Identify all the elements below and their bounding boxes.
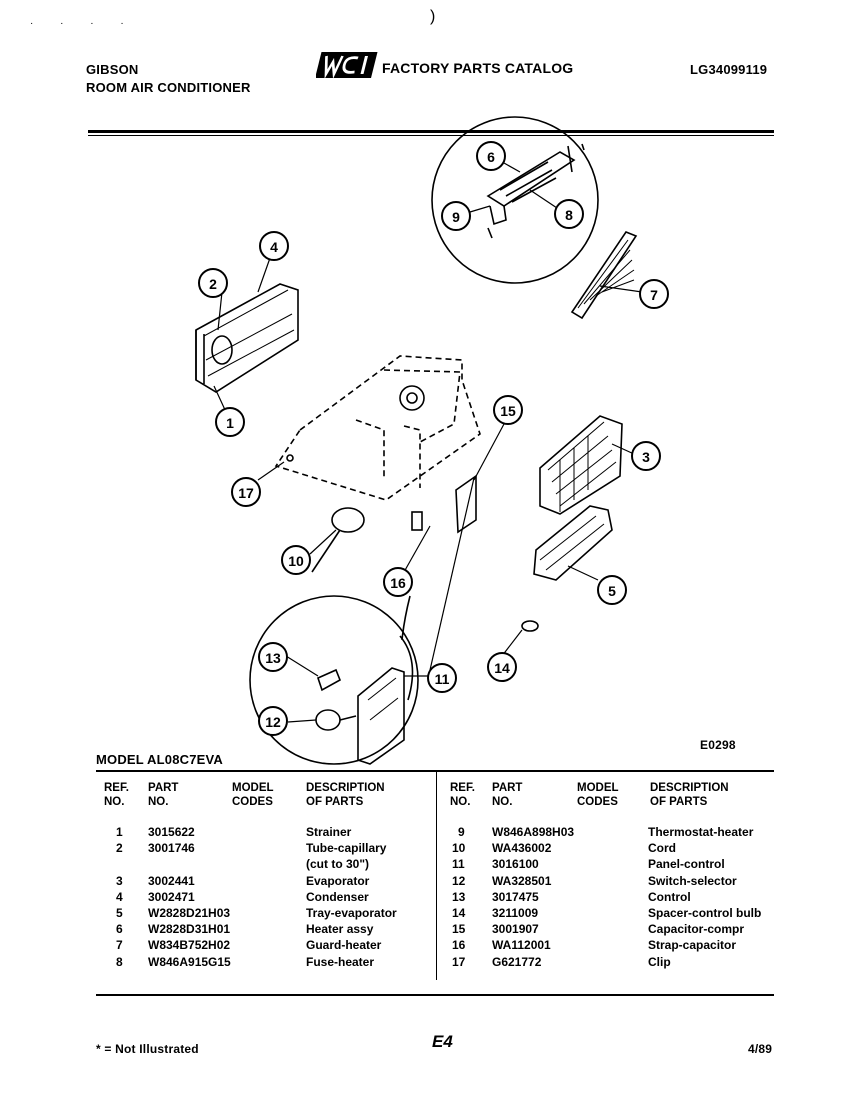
- callout-4: 4: [270, 239, 278, 255]
- revision-date: 4/89: [748, 1042, 773, 1056]
- callout-3: 3: [642, 449, 650, 465]
- wci-logo: [315, 50, 378, 80]
- model-label: MODEL AL08C7EVA: [96, 752, 224, 767]
- exploded-parts-diagram: 1 2 3 4 5 6 7 8 9 10 11 12 13 14 15 16 1…: [195, 116, 669, 765]
- control-bulb-spacer: [521, 620, 539, 632]
- table-top-rule: [96, 770, 774, 772]
- scan-marks: · · · ·: [30, 18, 136, 29]
- callout-15: 15: [500, 403, 516, 419]
- header-rule: [88, 130, 774, 133]
- condenser-coil: [195, 283, 299, 393]
- product-name: ROOM AIR CONDITIONER: [86, 80, 251, 95]
- guard-heater-grille: [570, 231, 638, 320]
- right-ref-header: REF.NO.: [450, 782, 475, 808]
- diagram-code: E0298: [700, 738, 736, 752]
- callout-1: 1: [226, 415, 234, 431]
- heater-detail-circle: [431, 116, 599, 284]
- callout-12: 12: [265, 714, 281, 730]
- table-bottom-rule: [96, 994, 774, 996]
- callout-5: 5: [608, 583, 616, 599]
- callout-13: 13: [265, 650, 281, 666]
- callout-17: 17: [238, 485, 254, 501]
- evaporator-tray: [533, 505, 613, 581]
- callout-2: 2: [209, 276, 217, 292]
- base-pan: [274, 355, 481, 501]
- header-rule-thin: [88, 135, 774, 136]
- catalog-title: FACTORY PARTS CATALOG: [382, 60, 574, 76]
- callout-6: 6: [487, 149, 495, 165]
- power-cord: [331, 507, 365, 533]
- table-row: (cut to 30"): [306, 857, 370, 872]
- callouts: [198, 141, 669, 736]
- callout-9: 9: [452, 209, 460, 225]
- footnote: * = Not Illustrated: [96, 1042, 199, 1056]
- document-number: LG34099119: [690, 62, 768, 77]
- table-center-divider: [436, 772, 437, 980]
- scan-mark-top: ): [430, 8, 436, 25]
- control-panel-detail-circle: [249, 595, 419, 765]
- left-ref-header: REF.NO.: [104, 782, 129, 808]
- callout-14: 14: [494, 660, 510, 676]
- callout-10: 10: [288, 553, 304, 569]
- evaporator-coil: [539, 415, 623, 515]
- callout-11: 11: [435, 671, 450, 687]
- leader-lines: [213, 162, 643, 723]
- callout-7: 7: [650, 287, 658, 303]
- page-number: E4: [432, 1032, 453, 1051]
- callout-8: 8: [565, 207, 573, 223]
- wci-logo-graphic: [315, 52, 378, 79]
- callout-16: 16: [390, 575, 406, 591]
- brand-name: GIBSON: [86, 62, 139, 77]
- capacitor-bracket: [455, 474, 477, 534]
